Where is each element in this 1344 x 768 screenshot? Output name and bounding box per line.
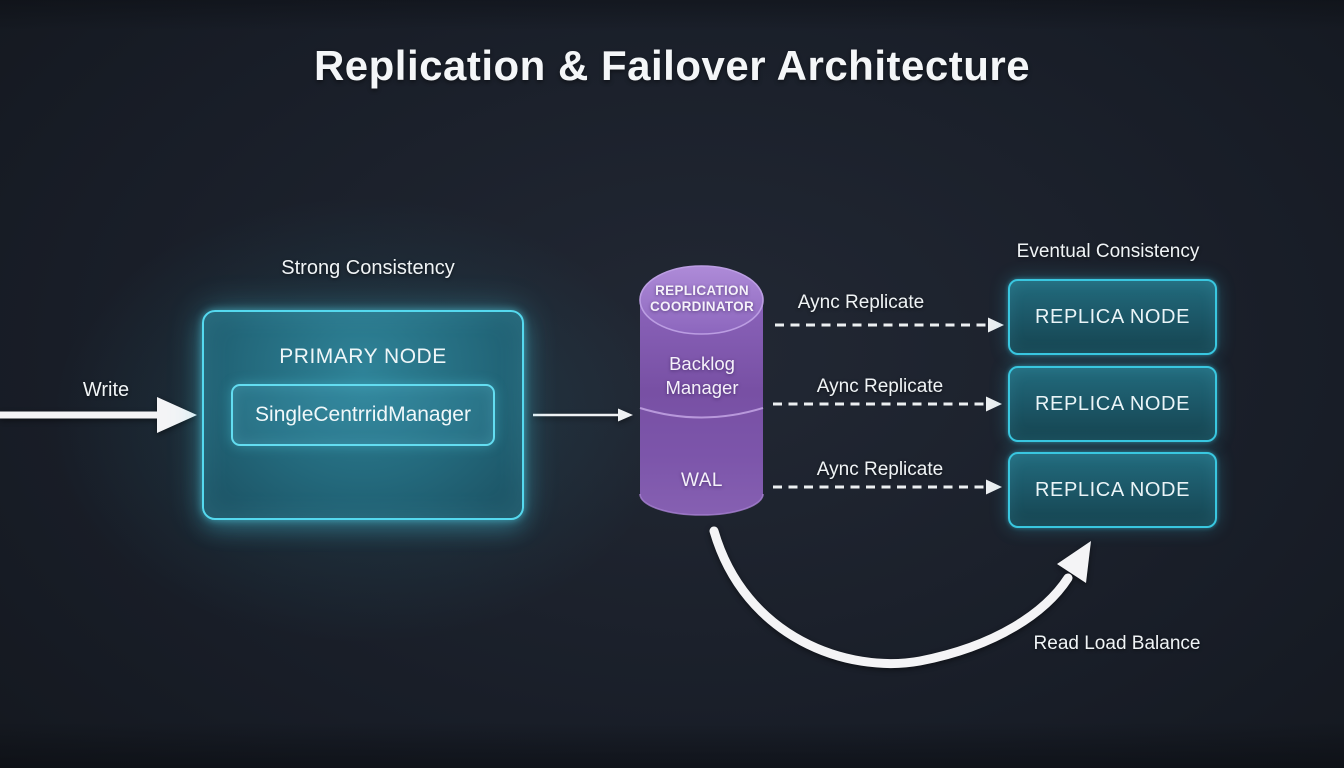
async-replicate-label-2: Aync Replicate (816, 376, 944, 397)
async-replicate-label-1: Aync Replicate (797, 292, 925, 313)
read-load-balance-label: Read Load Balance (1033, 633, 1201, 654)
primary-node-component-label: SingleCentrridManager (255, 403, 471, 426)
coordinator-wal-label: WAL (681, 470, 723, 491)
write-arrow (0, 397, 197, 433)
async-replicate-label-3: Aync Replicate (816, 459, 944, 480)
async-replicate-arrow-3 (773, 479, 1002, 495)
write-label: Write (82, 379, 130, 401)
replica-node-box-1: REPLICA NODE (1008, 279, 1217, 355)
coordinator-header-label: REPLICATION COORDINATOR (649, 283, 755, 315)
eventual-consistency-label: Eventual Consistency (1016, 241, 1200, 262)
replica-node-box-3: REPLICA NODE (1008, 452, 1217, 528)
coordinator-backlog-manager-label: Backlog Manager (665, 353, 739, 399)
primary-to-coordinator-arrow (533, 408, 633, 422)
replica-node-label-2: REPLICA NODE (1034, 392, 1191, 415)
primary-node-box: PRIMARY NODE SingleCentrridManager (202, 310, 524, 520)
strong-consistency-label: Strong Consistency (281, 257, 455, 279)
primary-node-component-box: SingleCentrridManager (231, 384, 495, 446)
replica-node-label-3: REPLICA NODE (1034, 478, 1191, 501)
async-replicate-arrow-2 (773, 396, 1002, 412)
replica-node-box-2: REPLICA NODE (1008, 366, 1217, 442)
replica-node-label-1: REPLICA NODE (1034, 305, 1191, 328)
diagram-title: Replication & Failover Architecture (313, 42, 1031, 89)
primary-node-title: PRIMARY NODE (279, 345, 447, 368)
async-replicate-arrow-1 (775, 317, 1004, 333)
